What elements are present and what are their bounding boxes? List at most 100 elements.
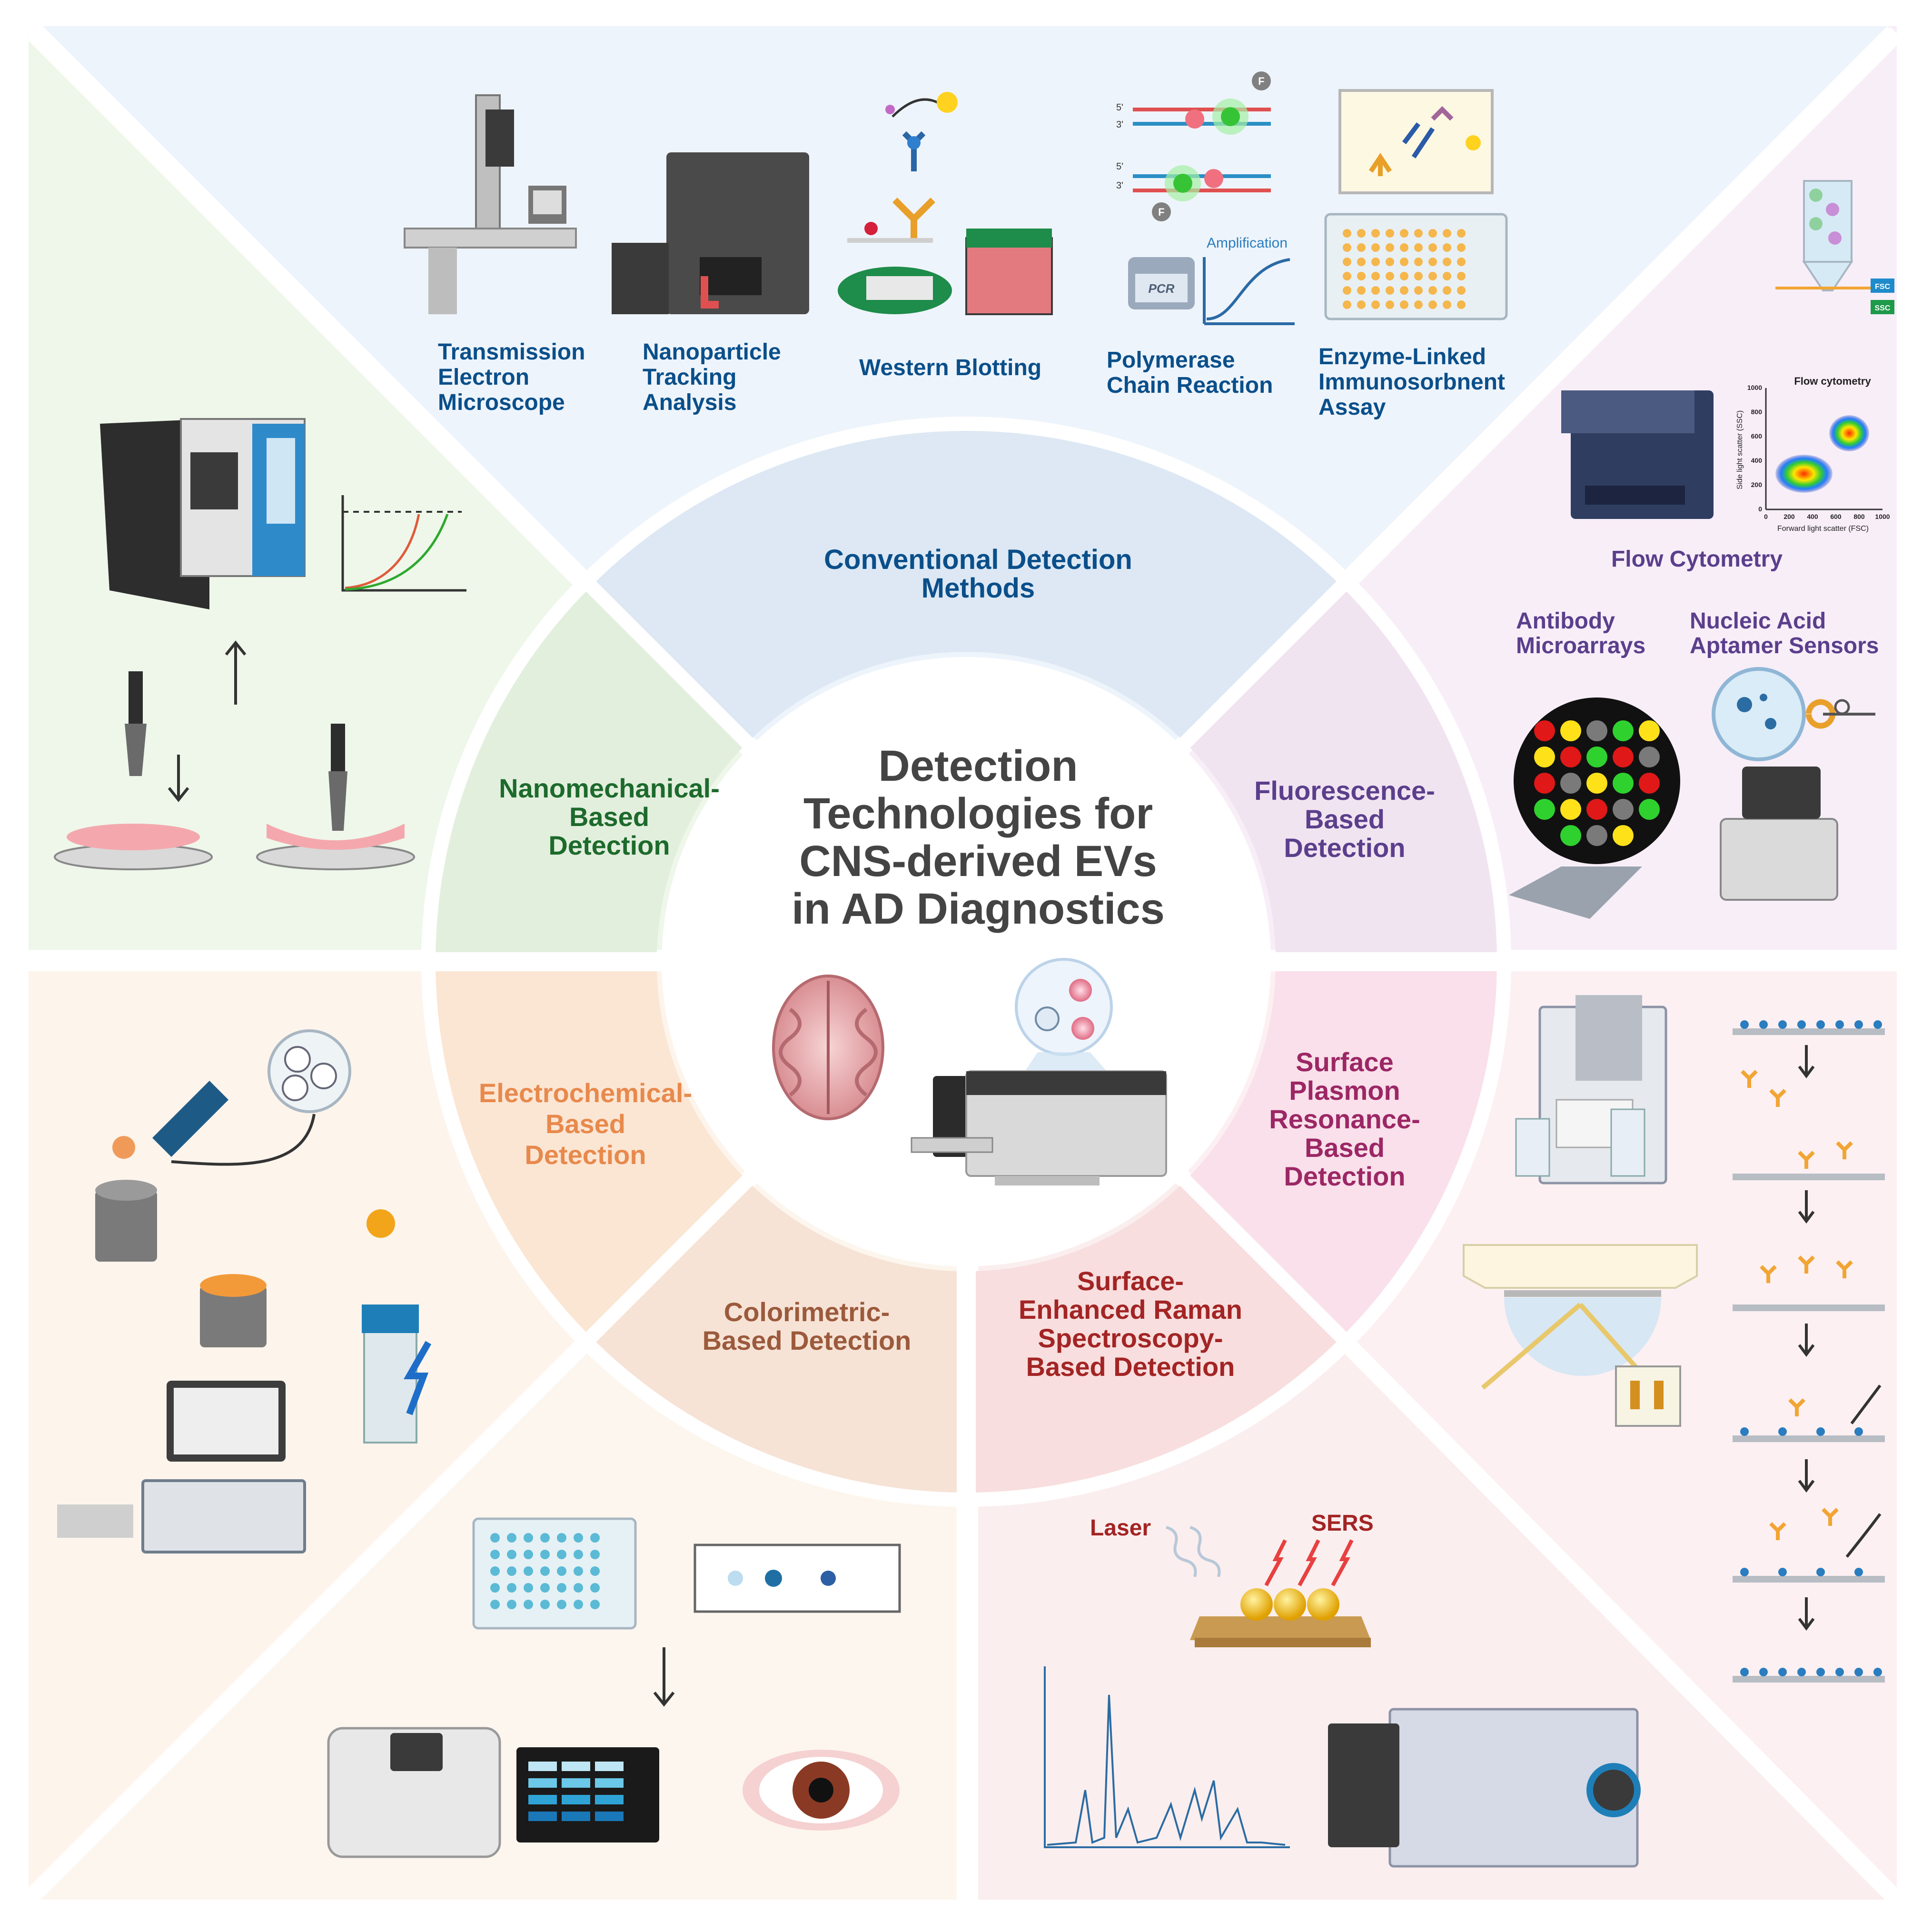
aptamer-label-2: Aptamer Sensors [1690,633,1879,658]
pipette-icon [152,1081,228,1157]
label-nanomechanical-3: Detection [548,830,670,860]
elisa-icon [1324,89,1508,320]
label-colorimetric-2: Based Detection [703,1325,912,1355]
nta-label-3: Analysis [643,390,736,415]
flow-y-tick-5: 1000 [1747,384,1762,391]
segment-nanomechanical [433,585,747,952]
label-spr-5: Detection [1284,1161,1405,1191]
electrochemical-icons [57,1029,432,1554]
segment-spr [1185,971,1499,1339]
flow-y-tick-1: 200 [1751,481,1763,488]
colorimetric-plate-wells [490,1533,600,1609]
cantilever-icons [54,640,415,870]
label-spr-4: Based [1305,1133,1385,1163]
elisa-label-2: Immunosorbnent [1318,369,1505,395]
tem-label-3: Microscope [438,390,565,415]
nta-label-2: Tracking [643,365,736,390]
label-spr-2: Plasmon [1289,1076,1400,1105]
segment-sers [976,1181,1343,1495]
lightning-icon [403,1341,432,1415]
pcr-device-label: PCR [1149,281,1175,296]
flow-x-label: Forward light scatter (FSC) [1777,525,1869,533]
microarray-icon [1509,697,1680,919]
aptamer-sensor-icon [1712,667,1875,901]
label-sers-4: Based Detection [1026,1352,1235,1382]
center-title-line-1: Detection [878,742,1078,790]
pcr-strand-5-bottom: 5' [1116,161,1123,172]
force-curve-graph [341,495,466,592]
label-spr-1: Surface [1296,1047,1393,1077]
lab-instrument-icon [911,958,1167,1185]
western-blot-icon [838,92,1053,315]
afm-instrument-icon [100,418,306,609]
label-colorimetric-1: Colorimetric- [724,1297,890,1327]
flow-x-tick-0: 0 [1764,513,1768,520]
label-fluorescence-1: Fluorescence- [1254,776,1435,806]
eye-icon [743,1750,900,1831]
amplification-curve [1203,257,1295,325]
flow-x-tick-1: 200 [1783,513,1795,520]
flow-x-tick-3: 600 [1830,513,1842,520]
elisa-label-1: Enzyme-Linked [1318,344,1486,369]
label-nanomechanical-2: Based [569,802,649,832]
amplification-label: Amplification [1207,235,1288,251]
nta-instrument-icon [612,152,809,314]
flow-cytometry-label: Flow Cytometry [1611,547,1783,572]
label-sers-3: Spectroscopy- [1038,1323,1223,1353]
pcr-fluor-bottom: F [1158,206,1164,218]
raman-spectrum [1044,1666,1290,1848]
label-conventional-2: Methods [921,573,1035,604]
flow-y-tick-2: 400 [1751,457,1763,464]
ev-zoom-icon [268,1029,351,1113]
segment-colorimetric [589,1181,957,1495]
flow-y-tick-3: 600 [1751,432,1763,440]
pcr-strand-5-top: 5' [1116,102,1123,113]
colorimetric-icons [327,1517,901,1858]
screen-table-cells [528,1762,624,1821]
flow-x-tick-4: 800 [1853,513,1865,520]
label-sers-1: Surface- [1077,1266,1184,1296]
label-spr-3: Resonance- [1269,1104,1420,1134]
center-title-line-2: Technologies for [803,789,1153,838]
wb-label: Western Blotting [859,355,1041,380]
label-electrochemical-3: Detection [525,1140,646,1170]
label-conventional-1: Conventional Detection [824,544,1132,575]
flow-y-label: Side light scatter (SSC) [1736,410,1744,489]
flow-y-tick-0: 0 [1758,505,1762,513]
center-title-line-4: in AD Diagnostics [792,885,1165,933]
flow-x-tick-5: 1000 [1875,513,1890,520]
microarray-label-1: Antibody [1516,608,1615,634]
flow-cytometry-plot: Flow cytometry Forward light scatter (FS… [1736,375,1890,533]
flow-cytometry-icons: FSC SSC [1561,180,1894,519]
light-source-icon [367,1209,395,1238]
segment-fluorescence [1185,585,1499,952]
flow-x-ticks: 0 200 400 600 800 1000 [1764,513,1890,520]
label-fluorescence-2: Based [1305,804,1385,834]
flow-y-tick-4: 800 [1751,408,1763,416]
pcr-strand-3-top: 3' [1116,120,1123,130]
fluorescence-labels: Flow Cytometry Antibody Microarrays Nucl… [1516,547,1879,658]
tem-microscope-icon [404,94,577,314]
microarray-spots [1534,720,1660,846]
conventional-labels: Transmission Electron Microscope Nanopar… [438,339,1505,420]
pcr-fluor-top: F [1258,75,1264,87]
label-fluorescence-3: Detection [1284,833,1405,863]
flow-x-tick-2: 400 [1807,513,1818,520]
laser-label: Laser [1090,1515,1151,1541]
tem-label-1: Transmission [438,339,585,365]
segment-conventional [589,428,1343,743]
sers-icons [1044,1526,1641,1868]
spr-binding-steps [1733,1020,1885,1683]
ev-magnifier-icon [1015,958,1113,1056]
label-nanomechanical-1: Nanomechanical- [499,773,720,803]
elisa-plate-wells [1343,229,1466,309]
sers-label: SERS [1311,1511,1374,1536]
center-title-line-3: CNS-derived EVs [799,837,1157,886]
spr-icons [1463,995,1698,1427]
label-electrochemical-1: Electrochemical- [479,1078,692,1108]
pcr-icon: F F 5' 3' 5' 3' PCR Amplification [1116,71,1295,325]
elisa-label-3: Assay [1318,395,1386,420]
fsc-badge: FSC [1875,283,1890,291]
ring-segments [421,417,1511,1507]
